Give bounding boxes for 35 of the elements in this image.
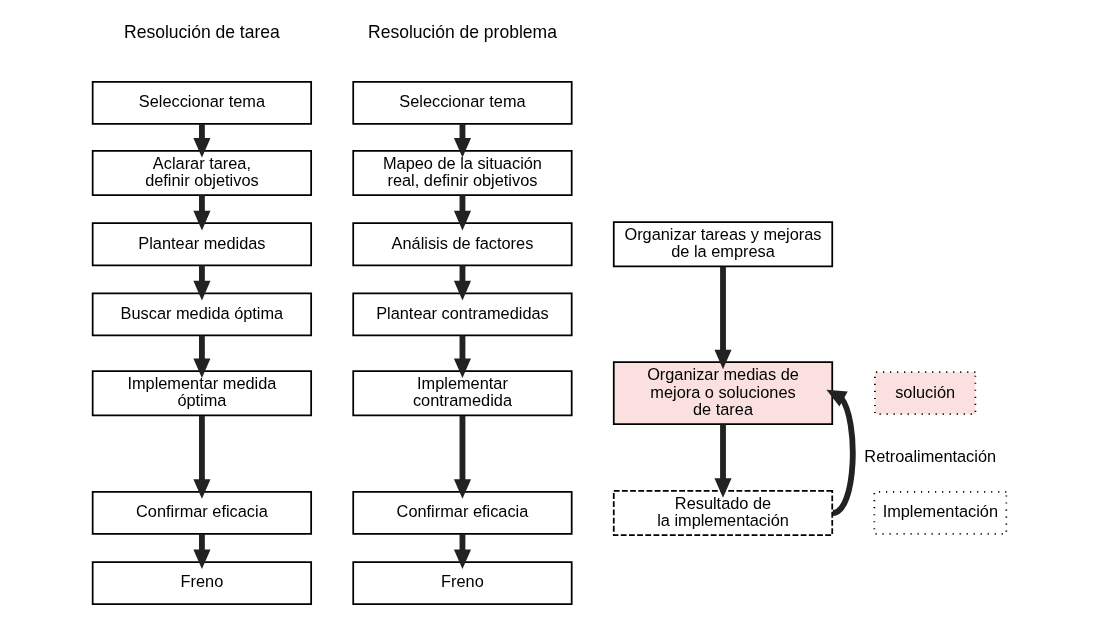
arrow [453,335,471,378]
arrow [713,424,732,498]
node-box: Seleccionar tema [351,80,573,125]
node-box: Confirmar eficacia [351,491,573,535]
arrow [453,265,471,301]
node-box: Organizar tareas y mejoras de la empresa [612,221,833,268]
node-box: Mapeo de la situación real, definir objetivos [351,149,573,197]
arrow [192,415,210,499]
node-box: Organizar medias de mejora o soluciones de tarea [612,361,833,426]
label: Resolución de problema [367,22,557,43]
node-box: Buscar medida óptima [91,292,312,337]
node-box: Plantear medidas [91,222,312,267]
arrow [453,415,471,499]
arrow [453,195,471,231]
node-box: Aclarar tarea, definir objetivos [91,149,312,197]
node-box: Plantear contramedidas [351,292,573,337]
node-box: Implementación [872,491,1007,535]
node-box: Seleccionar tema [91,80,312,125]
node-box: Confirmar eficacia [91,491,312,535]
arrow [192,335,210,379]
node-box: Freno [351,561,573,605]
node-box: Freno [91,561,312,605]
node-box: Implementar contramedida [351,370,573,417]
edge-label: Retroalimentación [863,447,996,466]
arrow [825,389,856,516]
label: Resolución de tarea [123,22,280,43]
arrow [192,534,210,570]
node-box: solución [873,371,976,416]
arrow [453,534,471,570]
arrow [192,195,210,231]
node-box: Implementar medida óptima [91,370,312,417]
arrow [192,265,210,301]
node-box: Resultado de la implementación [612,489,833,537]
node-box: Análisis de factores [351,222,573,267]
arrow [713,266,732,370]
